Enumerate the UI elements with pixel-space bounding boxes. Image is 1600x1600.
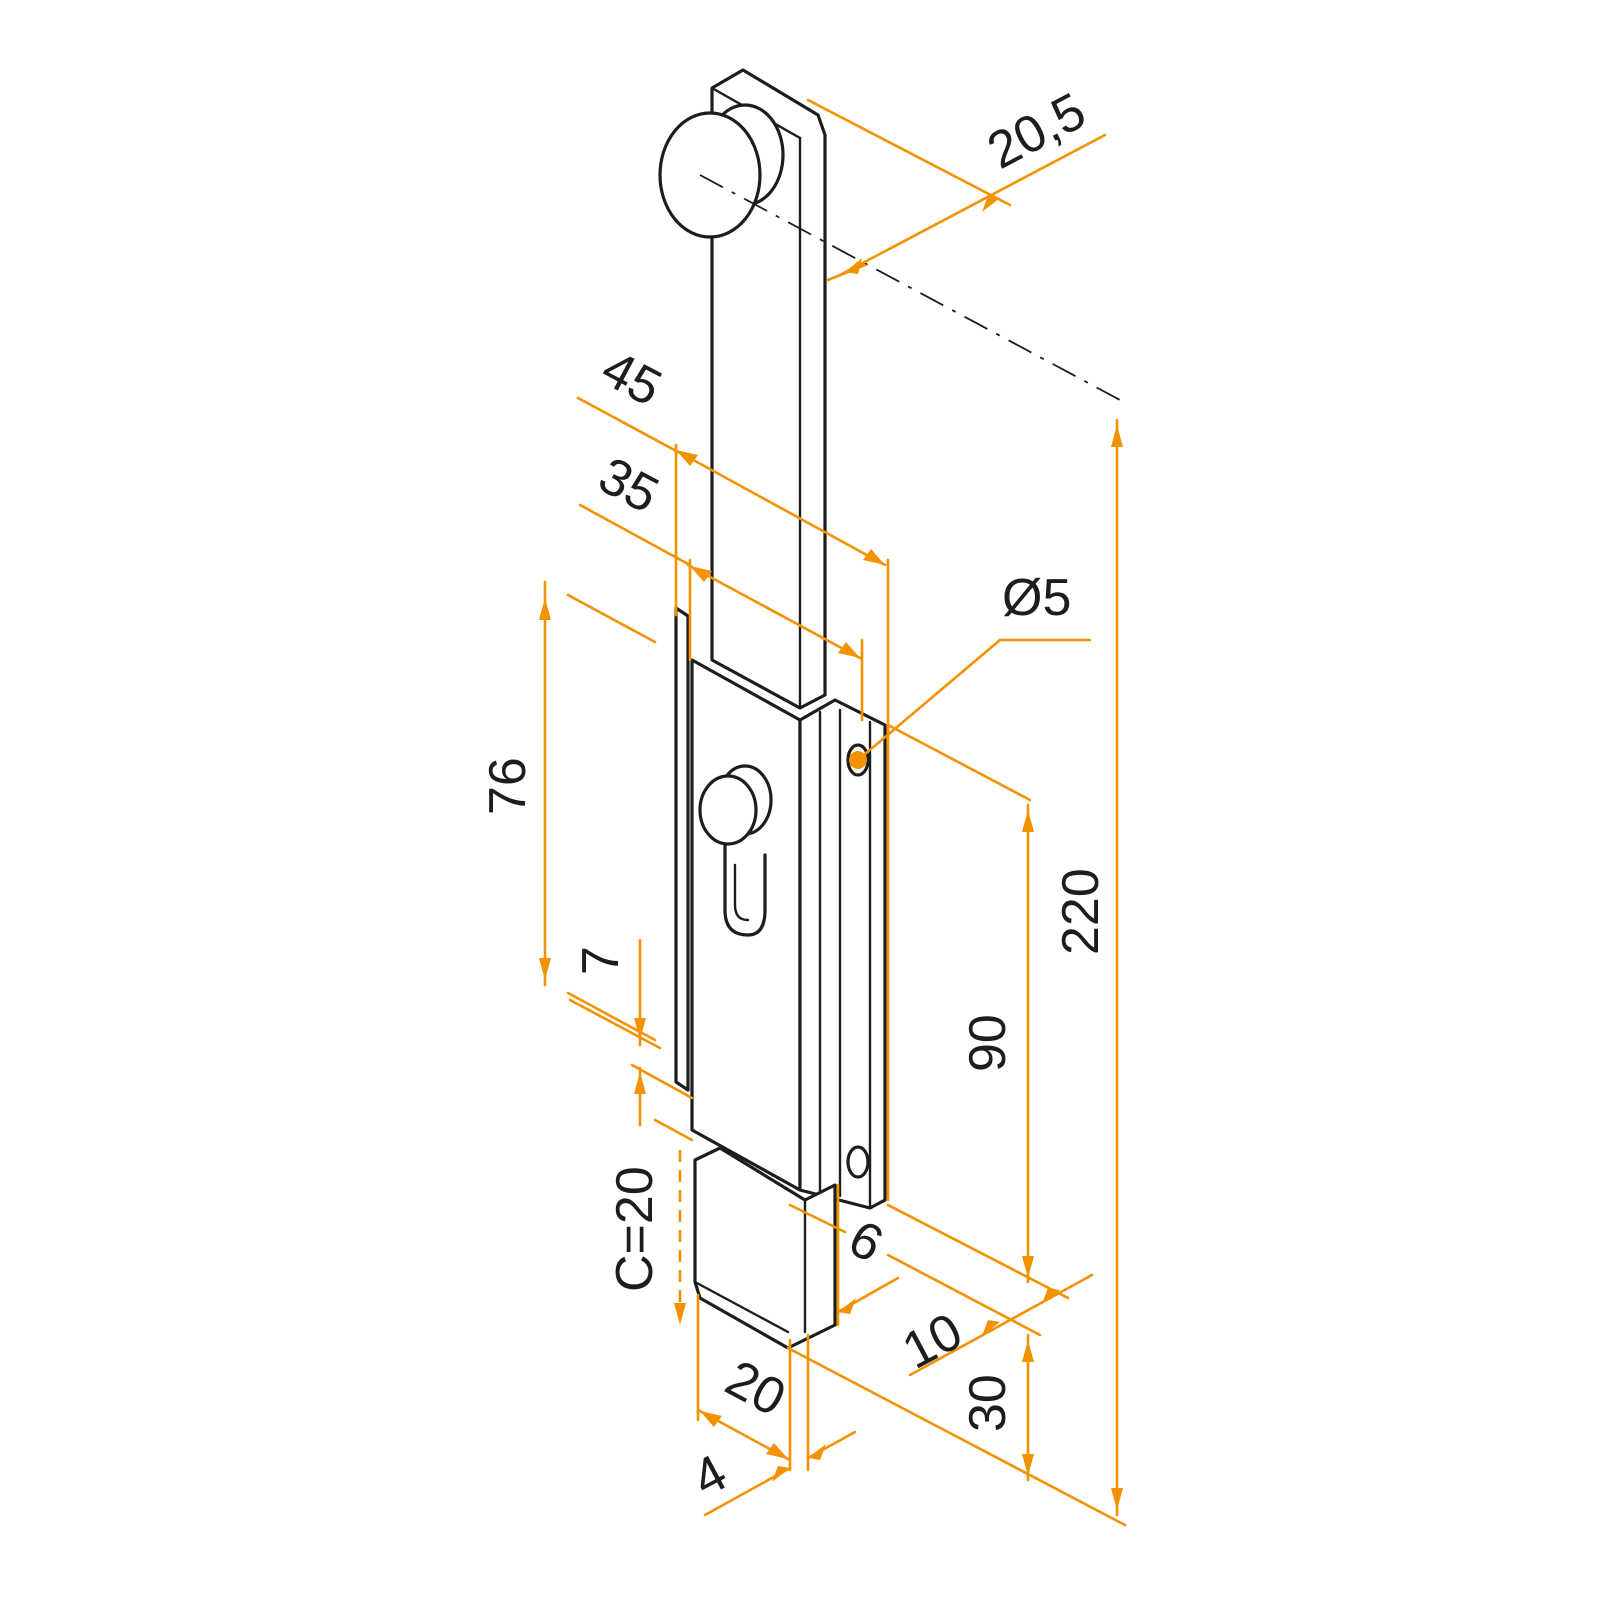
- bolt-tip-edge-2: [693, 1280, 790, 1334]
- label-90: 90: [959, 1014, 1017, 1072]
- dim-10-arrow-b: [982, 1320, 1000, 1336]
- dim-220-arrow-b: [1111, 1488, 1123, 1510]
- housing-flange: [674, 606, 690, 1092]
- dim-20-5-ext-a: [806, 98, 1012, 207]
- center-axis: [699, 174, 1121, 401]
- label-35: 35: [589, 446, 667, 524]
- dim-45-arrow-a: [676, 450, 698, 466]
- dim-35-arrow-a: [690, 566, 712, 582]
- dim-35-arrow-b: [838, 642, 860, 658]
- bolt-outline: [658, 68, 887, 1350]
- label-45: 45: [592, 339, 670, 417]
- dim-20-5-arrow-a: [982, 196, 1000, 212]
- dim-30-arrow-b: [1022, 1454, 1034, 1476]
- dim-45-ext-a: [576, 396, 682, 455]
- dimension-lines: [539, 98, 1127, 1527]
- dim-6-arrow: [838, 1298, 856, 1314]
- dim-7-arrow-a: [634, 1018, 646, 1040]
- dim-20-5-arrow-b: [845, 258, 862, 274]
- slot-knob-head: [698, 774, 758, 846]
- dim-76-ext-a: [566, 593, 657, 644]
- dim-35-ext-a: [578, 503, 692, 567]
- dim-76-arrow-a: [539, 598, 551, 620]
- label-4: 4: [683, 1444, 736, 1509]
- dim-76-arrow-b: [539, 958, 551, 980]
- housing-side-plate: [798, 698, 887, 1210]
- dim-c20-ext-a: [653, 1118, 694, 1142]
- dim-90-ext-a: [886, 723, 1032, 802]
- label-6: 6: [839, 1209, 892, 1274]
- dim-20-arrow-b: [766, 1443, 788, 1459]
- label-20: 20: [716, 1349, 794, 1427]
- dim-7-ext-b: [630, 1063, 694, 1100]
- label-30: 30: [959, 1374, 1017, 1432]
- dim-76-ext-b: [566, 991, 657, 1042]
- keyhole-slot-inner: [733, 863, 750, 922]
- dim-6-line: [788, 1203, 847, 1234]
- label-10: 10: [893, 1302, 971, 1380]
- dim-220-ext-b: [786, 1346, 1127, 1527]
- dim-90-arrow-b: [1022, 1256, 1034, 1278]
- label-c20: C=20: [606, 1166, 664, 1292]
- dim-90-arrow-a: [1022, 810, 1034, 832]
- dim-20-5-line: [838, 133, 1107, 277]
- dim-4-arrow-a: [772, 1466, 790, 1482]
- label-20-5: 20,5: [978, 82, 1095, 181]
- label-hole: Ø5: [1002, 569, 1071, 627]
- dim-7-arrow-b: [634, 1072, 646, 1094]
- bolt-bar: [710, 68, 827, 710]
- dim-10-line: [908, 1273, 1094, 1377]
- dim-10-arrow-a: [1042, 1288, 1060, 1304]
- screw-hole-bottom: [846, 1145, 870, 1179]
- dim-hole-dot: [849, 751, 867, 769]
- dim-7-ext-a: [568, 998, 662, 1050]
- dim-90-ext-b: [886, 1203, 1070, 1300]
- dim-45-arrow-b: [863, 549, 885, 565]
- label-76: 76: [479, 757, 537, 815]
- dim-30-arrow-a: [1022, 1340, 1034, 1362]
- dim-220-arrow-a: [1111, 425, 1123, 447]
- knob-head: [658, 111, 762, 239]
- dim-hole-leader: [856, 638, 1002, 762]
- dim-c20-arrow: [674, 1303, 686, 1325]
- dim-20-arrow-a: [700, 1411, 722, 1427]
- label-7: 7: [572, 946, 630, 975]
- dim-4-arrow-b: [808, 1444, 826, 1460]
- dim-35-line: [686, 563, 862, 660]
- label-220: 220: [1052, 868, 1110, 955]
- bolt-tip: [693, 1146, 837, 1350]
- dim-45-line: [673, 448, 887, 567]
- dim-10-ext-a: [886, 1253, 1042, 1337]
